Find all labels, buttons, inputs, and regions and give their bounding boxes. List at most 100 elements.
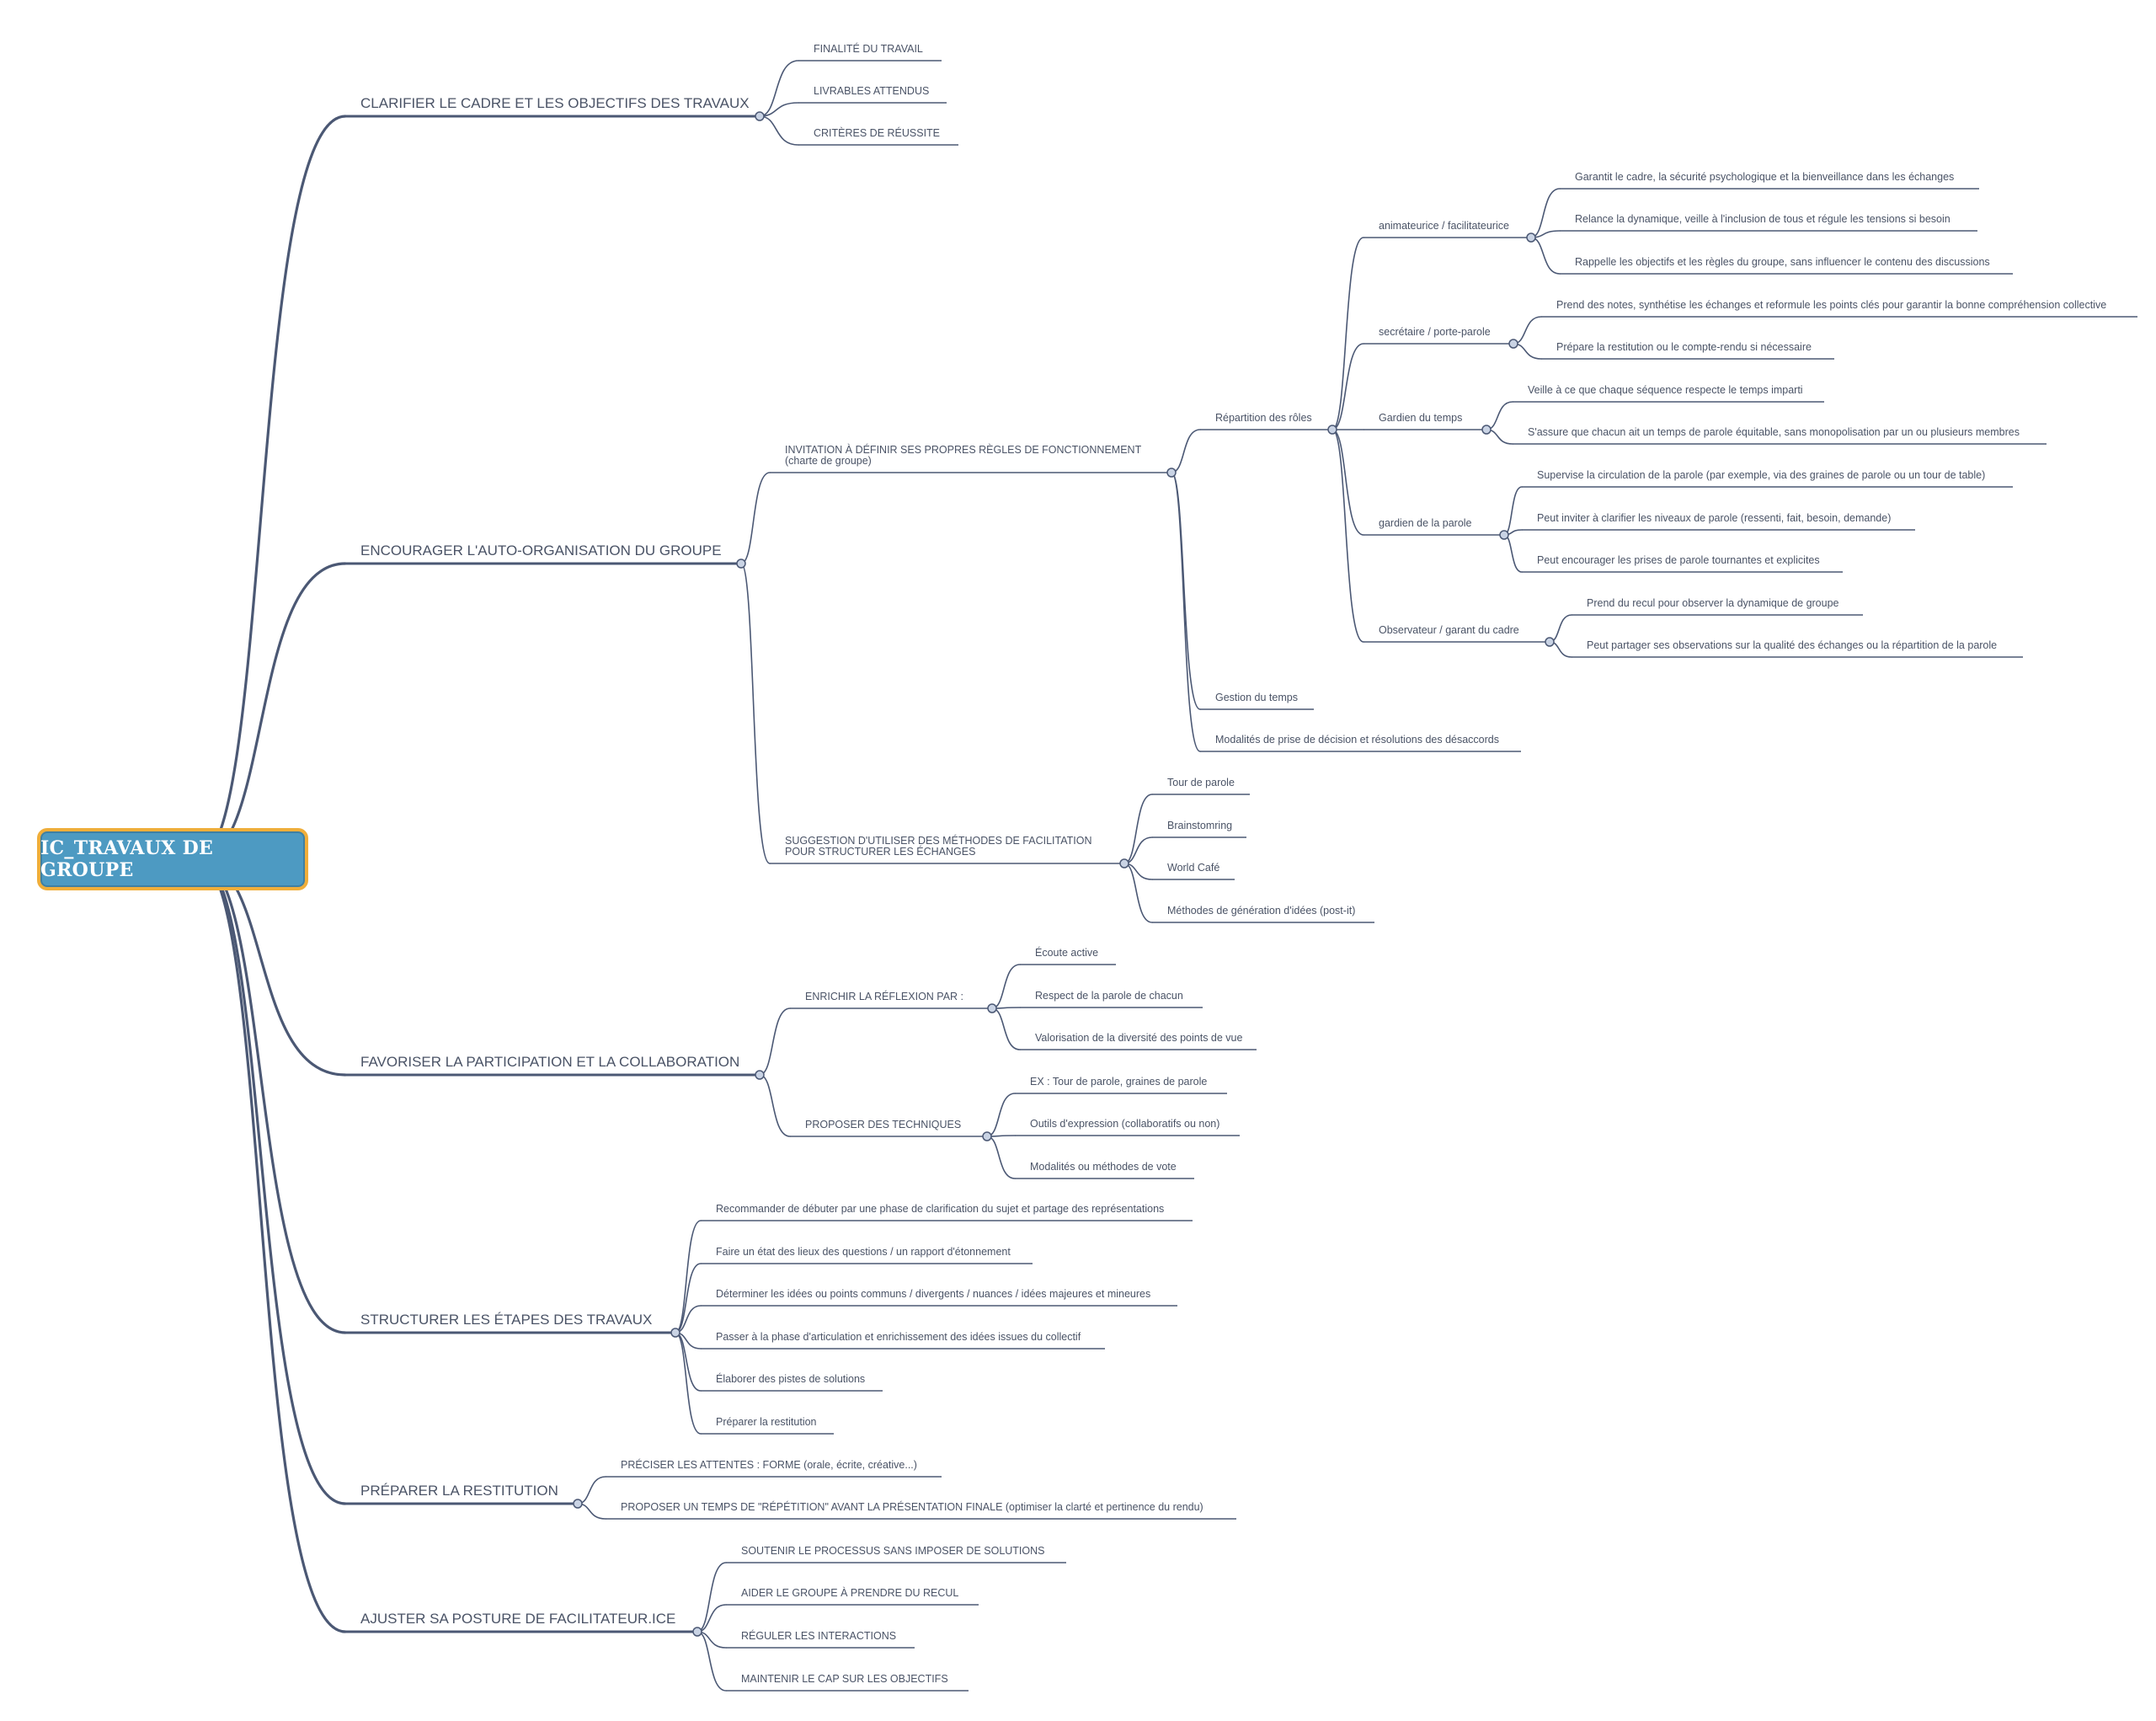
topic-animateurice-facilitateurice[interactable]: animateurice / facilitateurice — [1379, 220, 1509, 232]
expand-collapse-toggle[interactable] — [982, 1131, 992, 1141]
connector-line — [675, 1263, 702, 1334]
topic-valorisation-de-la-diversite-des-points-[interactable]: Valorisation de la diversité des points … — [1035, 1032, 1242, 1044]
topic-prend-du-recul-pour-observer-la-dynamiqu[interactable]: Prend du recul pour observer la dynamiqu… — [1587, 597, 1839, 609]
expand-collapse-toggle[interactable] — [1545, 637, 1555, 647]
expand-collapse-toggle[interactable] — [573, 1499, 583, 1509]
topic-gestion-du-temps[interactable]: Gestion du temps — [1215, 692, 1298, 703]
topic-s-assure-que-chacun-ait-un-temps-de-paro[interactable]: S'assure que chacun ait un temps de paro… — [1528, 426, 2020, 438]
topic-preparer-la-restitution[interactable]: Préparer la restitution — [716, 1416, 817, 1428]
connector-line — [696, 1604, 727, 1633]
topic-repartition-des-roles[interactable]: Répartition des rôles — [1215, 412, 1312, 424]
topic-observateur-garant-du-cadre[interactable]: Observateur / garant du cadre — [1379, 624, 1519, 636]
topic-soutenir-le-processus-sans-imposer-de-so[interactable]: SOUTENIR LE PROCESSUS SANS IMPOSER DE SO… — [741, 1545, 1045, 1557]
topic-recommander-de-debuter-par-une-phase-de-[interactable]: Recommander de débuter par une phase de … — [716, 1203, 1164, 1215]
connector-line — [986, 1093, 1016, 1137]
topic-gardien-de-la-parole[interactable]: gardien de la parole — [1379, 517, 1472, 529]
connector-line — [577, 1476, 606, 1505]
topic-veille-a-ce-que-chaque-sequence-respecte[interactable]: Veille à ce que chaque séquence respecte… — [1528, 384, 1803, 396]
connector-line — [759, 60, 799, 117]
expand-collapse-toggle[interactable] — [736, 559, 746, 569]
connector-line — [991, 964, 1021, 1009]
topic-ajuster-sa-posture-de-facilitateur-ice[interactable]: AJUSTER SA POSTURE DE FACILITATEUR.ICE — [360, 1611, 675, 1627]
connector-line — [675, 1220, 702, 1334]
expand-collapse-toggle[interactable] — [670, 1328, 680, 1338]
topic-proposer-un-temps-de-repetition-avant-la[interactable]: PROPOSER UN TEMPS DE "RÉPÉTITION" AVANT … — [621, 1500, 1203, 1513]
topic-rappelle-les-objectifs-et-les-regles-du-[interactable]: Rappelle les objectifs et les règles du … — [1575, 256, 1990, 268]
topic-pour-structurer-les-echanges[interactable]: POUR STRUCTURER LES ÉCHANGES — [785, 845, 975, 858]
expand-collapse-toggle[interactable] — [1481, 425, 1492, 435]
topic-peut-encourager-les-prises-de-parole-tou[interactable]: Peut encourager les prises de parole tou… — [1537, 554, 1820, 566]
expand-collapse-toggle[interactable] — [755, 111, 765, 121]
topic-garantit-le-cadre-la-securite-psychologi[interactable]: Garantit le cadre, la sécurité psycholog… — [1575, 171, 1954, 183]
connector-line — [1123, 794, 1153, 864]
topic-structurer-les-etapes-des-travaux[interactable]: STRUCTURER LES ÉTAPES DES TRAVAUX — [360, 1312, 652, 1328]
topic-preciser-les-attentes-forme-orale-ecrite[interactable]: PRÉCISER LES ATTENTES : FORME (orale, éc… — [621, 1458, 917, 1471]
topic-peut-inviter-a-clarifier-les-niveaux-de-[interactable]: Peut inviter à clarifier les niveaux de … — [1537, 512, 1891, 524]
topic-gardien-du-temps[interactable]: Gardien du temps — [1379, 412, 1462, 424]
connector-line — [696, 1562, 727, 1633]
topic-maintenir-le-cap-sur-les-objectifs[interactable]: MAINTENIR LE CAP SUR LES OBJECTIFS — [741, 1673, 948, 1685]
topic-invitation-a-definir-ses-propres-regles-[interactable]: INVITATION À DÉFINIR SES PROPRES RÈGLES … — [785, 443, 1142, 456]
connector-lines — [196, 60, 2137, 1692]
topic-enrichir-la-reflexion-par[interactable]: ENRICHIR LA RÉFLEXION PAR : — [805, 990, 963, 1002]
topic-proposer-des-techniques[interactable]: PROPOSER DES TECHNIQUES — [805, 1119, 961, 1130]
topic-ecoute-active[interactable]: Écoute active — [1035, 946, 1098, 959]
topic-modalites-ou-methodes-de-vote[interactable]: Modalités ou méthodes de vote — [1030, 1161, 1177, 1173]
connector-line — [196, 115, 347, 861]
topic-finalite-du-travail[interactable]: FINALITÉ DU TRAVAIL — [814, 42, 923, 55]
connector-line — [1171, 472, 1201, 752]
topic-clarifier-le-cadre-et-les-objectifs-des-[interactable]: CLARIFIER LE CADRE ET LES OBJECTIFS DES … — [360, 95, 750, 111]
expand-collapse-toggle[interactable] — [1327, 425, 1337, 435]
topic-elaborer-des-pistes-de-solutions[interactable]: Élaborer des pistes de solutions — [716, 1372, 865, 1385]
connector-line — [759, 115, 799, 146]
connector-line — [759, 1007, 791, 1076]
topic-suggestion-d-utiliser-des-methodes-de-fa[interactable]: SUGGESTION D'UTILISER DES MÉTHODES DE FA… — [785, 834, 1091, 847]
connector-line — [1331, 343, 1364, 430]
expand-collapse-toggle[interactable] — [1119, 858, 1129, 869]
expand-collapse-toggle[interactable] — [1508, 339, 1518, 349]
connector-line — [1123, 863, 1153, 923]
expand-collapse-toggle[interactable] — [987, 1003, 997, 1013]
topic-methodes-de-generation-d-idees-post-it[interactable]: Méthodes de génération d'idées (post-it) — [1167, 905, 1355, 917]
connector-line — [1486, 401, 1513, 430]
topic-reguler-les-interactions[interactable]: RÉGULER LES INTERACTIONS — [741, 1629, 896, 1642]
connector-line — [986, 1136, 1016, 1179]
central-topic[interactable]: IC_TRAVAUX DE GROUPE — [37, 828, 308, 890]
topic-prend-des-notes-synthetise-les-echanges-[interactable]: Prend des notes, synthétise les échanges… — [1556, 299, 2106, 311]
topic-prepare-la-restitution-ou-le-compte-rend[interactable]: Prépare la restitution ou le compte-rend… — [1556, 341, 1812, 353]
topic-world-cafe[interactable]: World Café — [1167, 862, 1219, 874]
topic-favoriser-la-participation-et-la-collabo[interactable]: FAVORISER LA PARTICIPATION ET LA COLLABO… — [360, 1054, 739, 1070]
expand-collapse-toggle[interactable] — [755, 1070, 765, 1080]
connector-line — [1530, 237, 1561, 275]
connector-line — [1331, 429, 1364, 536]
expand-collapse-toggle[interactable] — [1526, 232, 1536, 243]
topic-encourager-l-auto-organisation-du-groupe[interactable]: ENCOURAGER L'AUTO-ORGANISATION DU GROUPE — [360, 542, 722, 559]
topic-passer-a-la-phase-d-articulation-et-enri[interactable]: Passer à la phase d'articulation et enri… — [716, 1331, 1081, 1343]
topic-peut-partager-ses-observations-sur-la-qu[interactable]: Peut partager ses observations sur la qu… — [1587, 639, 1997, 651]
topic-aider-le-groupe-a-prendre-du-recul[interactable]: AIDER LE GROUPE À PRENDRE DU RECUL — [741, 1586, 958, 1599]
topic-respect-de-la-parole-de-chacun[interactable]: Respect de la parole de chacun — [1035, 990, 1183, 1002]
topic-preparer-la-restitution[interactable]: PRÉPARER LA RESTITUTION — [360, 1483, 558, 1499]
expand-collapse-toggle[interactable] — [692, 1627, 702, 1637]
topic-outils-d-expression-collaboratifs-ou-non[interactable]: Outils d'expression (collaboratifs ou no… — [1030, 1118, 1219, 1130]
expand-collapse-toggle[interactable] — [1166, 468, 1177, 478]
mind-map-nodes: CLARIFIER LE CADRE ET LES OBJECTIFS DES … — [360, 42, 2106, 1685]
topic-modalites-de-prise-de-decision-et-resolu[interactable]: Modalités de prise de décision et résolu… — [1215, 734, 1499, 746]
topic-tour-de-parole[interactable]: Tour de parole — [1167, 777, 1235, 788]
topic-secretaire-porte-parole[interactable]: secrétaire / porte-parole — [1379, 326, 1491, 338]
connector-line — [1171, 472, 1201, 710]
topic-criteres-de-reussite[interactable]: CRITÈRES DE RÉUSSITE — [814, 126, 940, 139]
connector-line — [991, 1007, 1021, 1050]
topic-determiner-les-idees-ou-points-communs-d[interactable]: Déterminer les idées ou points communs /… — [716, 1288, 1150, 1300]
expand-collapse-toggle[interactable] — [1499, 530, 1509, 540]
topic-supervise-la-circulation-de-la-parole-pa[interactable]: Supervise la circulation de la parole (p… — [1537, 469, 1985, 481]
topic-brainstomring[interactable]: Brainstomring — [1167, 820, 1232, 831]
topic-ex-tour-de-parole-graines-de-parole[interactable]: EX : Tour de parole, graines de parole — [1030, 1076, 1207, 1088]
connector-line — [196, 562, 347, 861]
topic-livrables-attendus[interactable]: LIVRABLES ATTENDUS — [814, 85, 929, 97]
topic-charte-de-groupe[interactable]: (charte de groupe) — [785, 455, 872, 467]
topic-faire-un-etat-des-lieux-des-questions-un[interactable]: Faire un état des lieux des questions / … — [716, 1246, 1011, 1258]
topic-relance-la-dynamique-veille-a-l-inclusio[interactable]: Relance la dynamique, veille à l'inclusi… — [1575, 213, 1951, 225]
connector-line — [196, 858, 347, 1505]
